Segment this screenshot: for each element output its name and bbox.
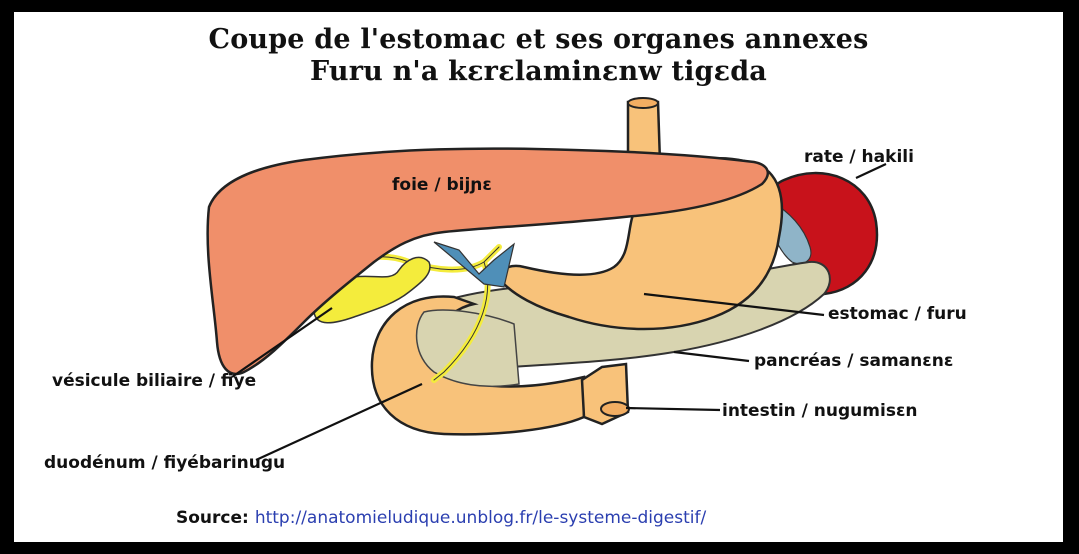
duodenum-leader: [256, 384, 422, 460]
stomach-label: estomac / furu: [828, 304, 967, 324]
intestine-label: intestin / nugumisɛn: [722, 401, 918, 421]
anatomy-illustration: foie / bijɲɛ rate / hakili estomac / fur…: [14, 12, 1063, 542]
source-link[interactable]: http://anatomieludique.unblog.fr/le-syst…: [255, 508, 706, 528]
title-line-2: Furu n'a kɛrɛlaminɛnw tigɛda: [14, 57, 1063, 87]
diagram-canvas: foie / bijɲɛ rate / hakili estomac / fur…: [14, 12, 1063, 542]
pancreas-label: pancréas / samanɛnɛ: [754, 351, 953, 371]
liver-label: foie / bijɲɛ: [392, 175, 492, 195]
spleen-label: rate / hakili: [804, 147, 914, 167]
source-label: Source:: [176, 508, 249, 528]
intestine-opening: [601, 402, 629, 416]
pancreas-leader: [674, 352, 749, 361]
source-credit: Source: http://anatomieludique.unblog.fr/…: [176, 508, 706, 528]
gallbladder-label: vésicule biliaire / fiye: [52, 371, 256, 391]
duodenum-label: duodénum / fiyébarinugu: [44, 453, 285, 473]
intestine-leader: [626, 408, 720, 410]
title-line-1: Coupe de l'estomac et ses organes annexe…: [14, 25, 1063, 55]
esophagus-opening: [628, 98, 658, 108]
